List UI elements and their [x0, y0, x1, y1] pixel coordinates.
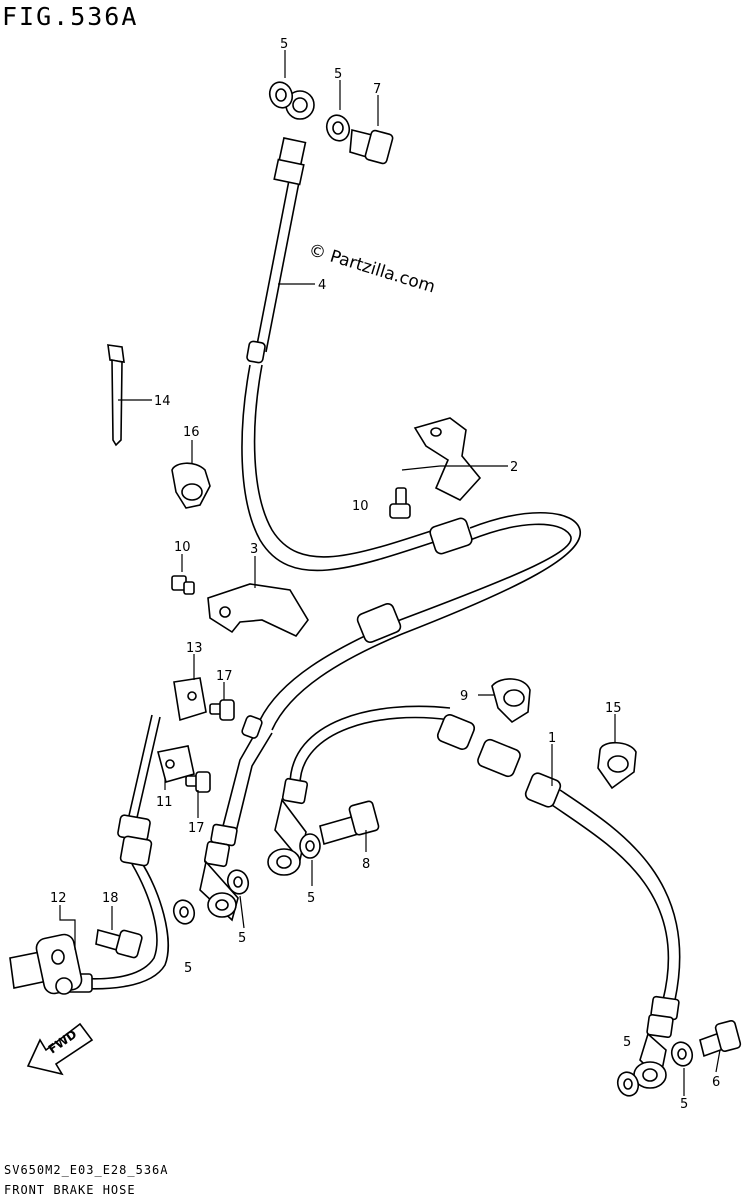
callout-5: 5 — [184, 961, 192, 976]
callout-1: 1 — [548, 731, 556, 746]
brake-hose-middle[interactable] — [199, 512, 581, 922]
bracket-11[interactable] — [157, 745, 195, 783]
union-bolt-6[interactable] — [699, 1019, 742, 1058]
callout-16: 16 — [183, 425, 200, 440]
callout-2: 2 — [510, 460, 518, 475]
brake-hose-4[interactable] — [241, 90, 441, 572]
callout-10: 10 — [174, 540, 191, 555]
callout-5: 5 — [238, 931, 246, 946]
callout-5: 5 — [623, 1035, 631, 1050]
brake-hose-left[interactable] — [65, 714, 169, 993]
brake-hose-1[interactable] — [267, 705, 681, 1089]
callout-7: 7 — [373, 82, 381, 97]
callout-14: 14 — [154, 394, 171, 409]
bolt-17-lower[interactable] — [185, 771, 211, 793]
union-bolt-8[interactable] — [319, 800, 380, 846]
bracket-2[interactable] — [413, 417, 482, 501]
figure-title: FIG.536A — [2, 2, 139, 31]
callout-9: 9 — [460, 689, 468, 704]
callout-5: 5 — [307, 891, 315, 906]
callout-8: 8 — [362, 857, 370, 872]
model-code: SV650M2_E03_E28_536A — [4, 1163, 169, 1177]
clamp-16[interactable] — [171, 462, 211, 509]
bracket-3[interactable] — [207, 583, 309, 638]
callout-5: 5 — [280, 37, 288, 52]
diagram-caption: FRONT BRAKE HOSE — [4, 1183, 136, 1197]
joint-12[interactable] — [9, 933, 83, 996]
callout-5: 5 — [680, 1097, 688, 1112]
callout-3: 3 — [250, 542, 258, 557]
fwd-arrow: FWD — [26, 1022, 94, 1076]
union-bolt-7[interactable] — [349, 128, 394, 165]
bolt-10-upper[interactable] — [389, 487, 411, 519]
callout-15: 15 — [605, 701, 622, 716]
leader-lines — [59, 50, 721, 1096]
callout-numbers: 5 5 7 4 14 16 2 10 10 3 13 17 9 1 15 11 … — [50, 37, 720, 1112]
clamp-15[interactable] — [597, 741, 637, 790]
callout-10: 10 — [352, 499, 369, 514]
bracket-13[interactable] — [173, 677, 207, 722]
cable-tie-14[interactable] — [107, 344, 125, 447]
callout-5: 5 — [334, 67, 342, 82]
clamp-9[interactable] — [491, 678, 531, 724]
callout-17: 17 — [188, 821, 205, 836]
bolt-18[interactable] — [95, 928, 143, 959]
callout-11: 11 — [156, 795, 173, 810]
callout-12: 12 — [50, 891, 67, 906]
callout-4: 4 — [318, 278, 326, 293]
callout-17: 17 — [216, 669, 233, 684]
bolt-17-upper[interactable] — [209, 699, 235, 721]
callout-6: 6 — [712, 1075, 720, 1090]
callout-18: 18 — [102, 891, 119, 906]
bolt-10-lower[interactable] — [171, 575, 195, 595]
callout-13: 13 — [186, 641, 203, 656]
